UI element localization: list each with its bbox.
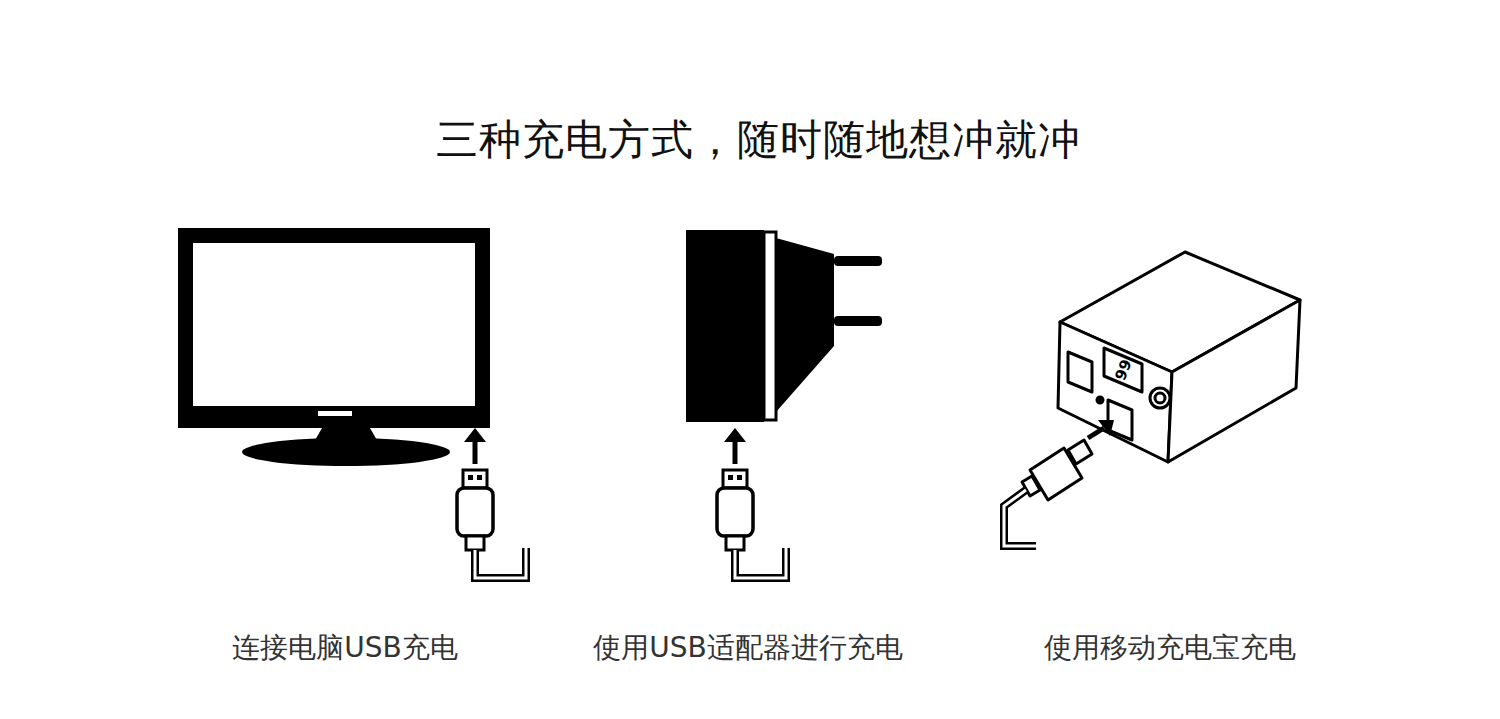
arrow-up <box>464 428 486 464</box>
usb-adapter <box>686 230 882 422</box>
power-bank <box>1058 252 1300 462</box>
arrow-up <box>724 428 746 464</box>
arrow-diagonal <box>1088 420 1114 438</box>
monitor <box>178 228 490 466</box>
caption-label: 使用移动充电宝充电 <box>1044 629 1296 667</box>
caption-label: 使用USB适配器进行充电 <box>593 629 902 667</box>
title: 三种充电方式，随时随地想冲就冲 <box>436 112 1081 168</box>
usb-plug <box>1022 440 1092 500</box>
caption-label: 连接电脑USB充电 <box>232 629 457 667</box>
